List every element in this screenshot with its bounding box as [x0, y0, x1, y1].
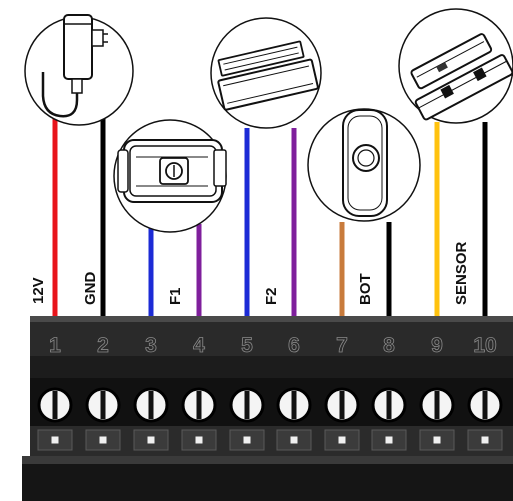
- screw-slot-1: [52, 391, 58, 419]
- terminal-label-3: F1: [167, 287, 184, 305]
- terminal-screws: [37, 387, 503, 423]
- terminal-number-7: 7: [336, 334, 348, 357]
- screw-slot-5: [244, 391, 250, 419]
- clamp-hole-1: [51, 436, 59, 444]
- clamp-hole-8: [385, 436, 393, 444]
- clamp-hole-10: [481, 436, 489, 444]
- terminal-label-1: 12V: [30, 277, 47, 304]
- terminal-number-10: 10: [473, 334, 496, 357]
- clamp-hole-7: [338, 436, 346, 444]
- wire-labels: 12V GND F1 F2 BOT SENSOR: [30, 241, 470, 305]
- clamp-hole-2: [99, 436, 107, 444]
- terminal-number-9: 9: [431, 334, 443, 357]
- exit-button-icon: [307, 108, 421, 222]
- terminal-number-3: 3: [145, 334, 157, 357]
- clamp-hole-6: [290, 436, 298, 444]
- terminal-block: 1 2 3 4 5 6 7 8 9 10: [22, 316, 513, 501]
- terminal-number-4: 4: [193, 334, 205, 357]
- clamp-hole-9: [433, 436, 441, 444]
- terminal-label-5: F2: [263, 287, 280, 305]
- terminal-number-5: 5: [241, 334, 253, 357]
- wires: [52, 118, 488, 318]
- magnetic-lock-icon: [210, 17, 322, 129]
- screw-slot-7: [339, 391, 345, 419]
- screw-slot-8: [386, 391, 392, 419]
- terminal-clamps: [37, 429, 503, 451]
- screw-slot-2: [100, 391, 106, 419]
- electric-lock-icon: [113, 119, 227, 233]
- terminal-label-7: BOT: [357, 273, 374, 305]
- clamp-hole-5: [243, 436, 251, 444]
- terminal-number-6: 6: [288, 334, 300, 357]
- terminal-number-2: 2: [97, 334, 109, 357]
- clamp-hole-4: [195, 436, 203, 444]
- terminal-number-1: 1: [49, 334, 61, 357]
- screw-slot-10: [482, 391, 488, 419]
- screw-slot-4: [196, 391, 202, 419]
- terminal-label-9: SENSOR: [453, 241, 470, 305]
- clamp-hole-3: [147, 436, 155, 444]
- terminal-label-2: GND: [82, 272, 99, 306]
- power-adapter-icon: [24, 14, 134, 126]
- screw-slot-6: [291, 391, 297, 419]
- terminal-numbers: 1 2 3 4 5 6 7 8 9 10: [49, 334, 497, 358]
- screw-slot-9: [434, 391, 440, 419]
- door-sensor-icon: [398, 8, 513, 124]
- screw-slot-3: [148, 391, 154, 419]
- terminal-number-8: 8: [383, 334, 395, 357]
